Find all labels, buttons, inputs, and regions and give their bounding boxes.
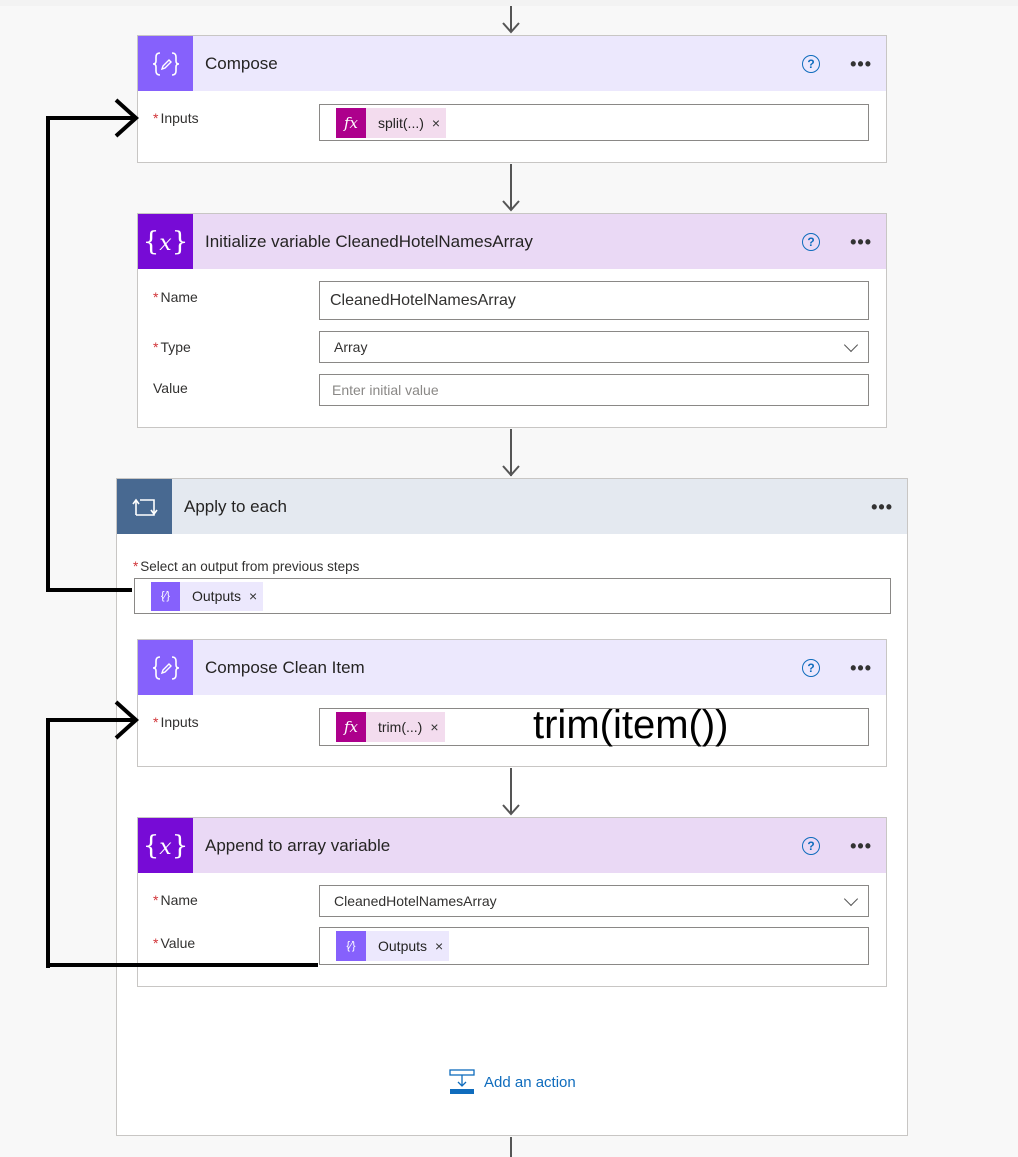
apply-to-each-card[interactable]: Apply to each ••• *Select an output from… [116, 478, 908, 1136]
canvas-top [0, 0, 1018, 6]
type-value: Array [334, 339, 368, 355]
fx-icon: fx [336, 107, 366, 138]
connector-arrow-icon [502, 804, 520, 816]
connector-line [510, 164, 512, 210]
name-input[interactable]: CleanedHotelNamesArray [319, 281, 869, 320]
help-icon[interactable]: ? [802, 232, 821, 251]
value-input[interactable]: Enter initial value [319, 374, 869, 406]
inputs-field[interactable]: fx trim(...)× [319, 708, 869, 746]
help-icon[interactable]: ? [802, 658, 821, 677]
compose-icon [138, 640, 193, 695]
help-icon[interactable]: ? [802, 836, 821, 855]
remove-token-icon[interactable]: × [430, 719, 439, 735]
inputs-label: *Inputs [153, 110, 199, 126]
expression-token[interactable]: fx trim(...)× [336, 712, 445, 742]
annotation-arrow-icon [114, 700, 139, 740]
connector-arrow-icon [502, 465, 520, 477]
chevron-down-icon [843, 337, 859, 353]
remove-token-icon[interactable]: × [249, 588, 258, 604]
variable-icon: {x} [138, 818, 193, 873]
token-label: Outputs× [180, 581, 264, 611]
annotation-line [46, 116, 136, 120]
fx-icon: fx [336, 712, 366, 742]
compose-header[interactable]: Compose ? ••• [138, 36, 886, 91]
compose-icon [138, 36, 193, 91]
inputs-label: *Inputs [153, 714, 199, 730]
inputs-field[interactable]: fx split(...)× [319, 104, 869, 141]
more-options-icon[interactable]: ••• [850, 657, 872, 678]
compose-card[interactable]: Compose ? ••• *Inputs fx split(...)× [137, 35, 887, 163]
connector-line [510, 6, 512, 32]
annotation-line [46, 963, 318, 967]
annotation-arrow-icon [114, 98, 139, 138]
connector-arrow-icon [502, 200, 520, 212]
compose-token-icon: {⁄} [336, 931, 366, 961]
name-label: *Name [153, 892, 198, 908]
value-label: Value [153, 380, 188, 396]
value-field[interactable]: {⁄} Outputs× [319, 927, 869, 965]
value-placeholder: Enter initial value [332, 382, 439, 398]
compose-clean-item-title: Compose Clean Item [205, 657, 365, 677]
remove-token-icon[interactable]: × [431, 114, 441, 131]
expression-token[interactable]: fx split(...)× [336, 107, 447, 138]
append-variable-card[interactable]: {x} Append to array variable ? ••• *Name… [137, 817, 887, 987]
token-label: split(...)× [366, 107, 447, 138]
name-label: *Name [153, 289, 198, 305]
add-action-label: Add an action [484, 1073, 576, 1091]
annotation-line [46, 718, 136, 722]
append-variable-title: Append to array variable [205, 835, 391, 855]
variable-icon: {x} [138, 214, 193, 269]
token-label: trim(...)× [366, 712, 445, 742]
annotation-line [46, 718, 50, 968]
name-value: CleanedHotelNamesArray [334, 893, 497, 909]
more-options-icon[interactable]: ••• [850, 53, 872, 74]
apply-to-each-header[interactable]: Apply to each ••• [117, 479, 907, 534]
select-output-label: *Select an output from previous steps [133, 559, 360, 574]
more-options-icon[interactable]: ••• [850, 835, 872, 856]
more-options-icon[interactable]: ••• [871, 496, 893, 517]
initialize-variable-card[interactable]: {x} Initialize variable CleanedHotelName… [137, 213, 887, 428]
name-select[interactable]: CleanedHotelNamesArray [319, 885, 869, 917]
outputs-token[interactable]: {⁄} Outputs× [151, 581, 264, 611]
required-marker: * [153, 110, 159, 126]
connector-line [510, 768, 512, 814]
loop-icon [117, 479, 172, 534]
annotation-line [46, 116, 50, 592]
add-action-icon [449, 1069, 475, 1094]
select-output-field[interactable]: {⁄} Outputs× [134, 578, 891, 614]
remove-token-icon[interactable]: × [435, 938, 444, 954]
compose-token-icon: {⁄} [151, 581, 180, 611]
connector-line [510, 429, 512, 476]
connector-line [510, 1137, 512, 1157]
compose-clean-item-header[interactable]: Compose Clean Item ? ••• [138, 640, 886, 695]
token-label: Outputs× [366, 931, 450, 961]
apply-to-each-title: Apply to each [184, 496, 288, 516]
annotation-line [46, 588, 132, 592]
outputs-token[interactable]: {⁄} Outputs× [336, 931, 450, 961]
append-variable-header[interactable]: {x} Append to array variable ? ••• [138, 818, 886, 873]
more-options-icon[interactable]: ••• [850, 231, 872, 252]
help-icon[interactable]: ? [802, 54, 821, 73]
value-label: *Value [153, 935, 196, 951]
type-label: *Type [153, 339, 191, 355]
name-value: CleanedHotelNamesArray [330, 291, 516, 309]
inputs-label-text: Inputs [160, 110, 199, 126]
annotation-trim-item: trim(item()) [533, 703, 729, 747]
add-action-button[interactable]: Add an action [449, 1069, 576, 1095]
chevron-down-icon [843, 891, 859, 907]
compose-title: Compose [205, 53, 278, 73]
initialize-variable-header[interactable]: {x} Initialize variable CleanedHotelName… [138, 214, 886, 269]
compose-clean-item-card[interactable]: Compose Clean Item ? ••• *Inputs fx trim… [137, 639, 887, 767]
type-select[interactable]: Array [319, 331, 869, 363]
initialize-variable-title: Initialize variable CleanedHotelNamesArr… [205, 231, 533, 251]
connector-arrow-icon [502, 22, 520, 34]
